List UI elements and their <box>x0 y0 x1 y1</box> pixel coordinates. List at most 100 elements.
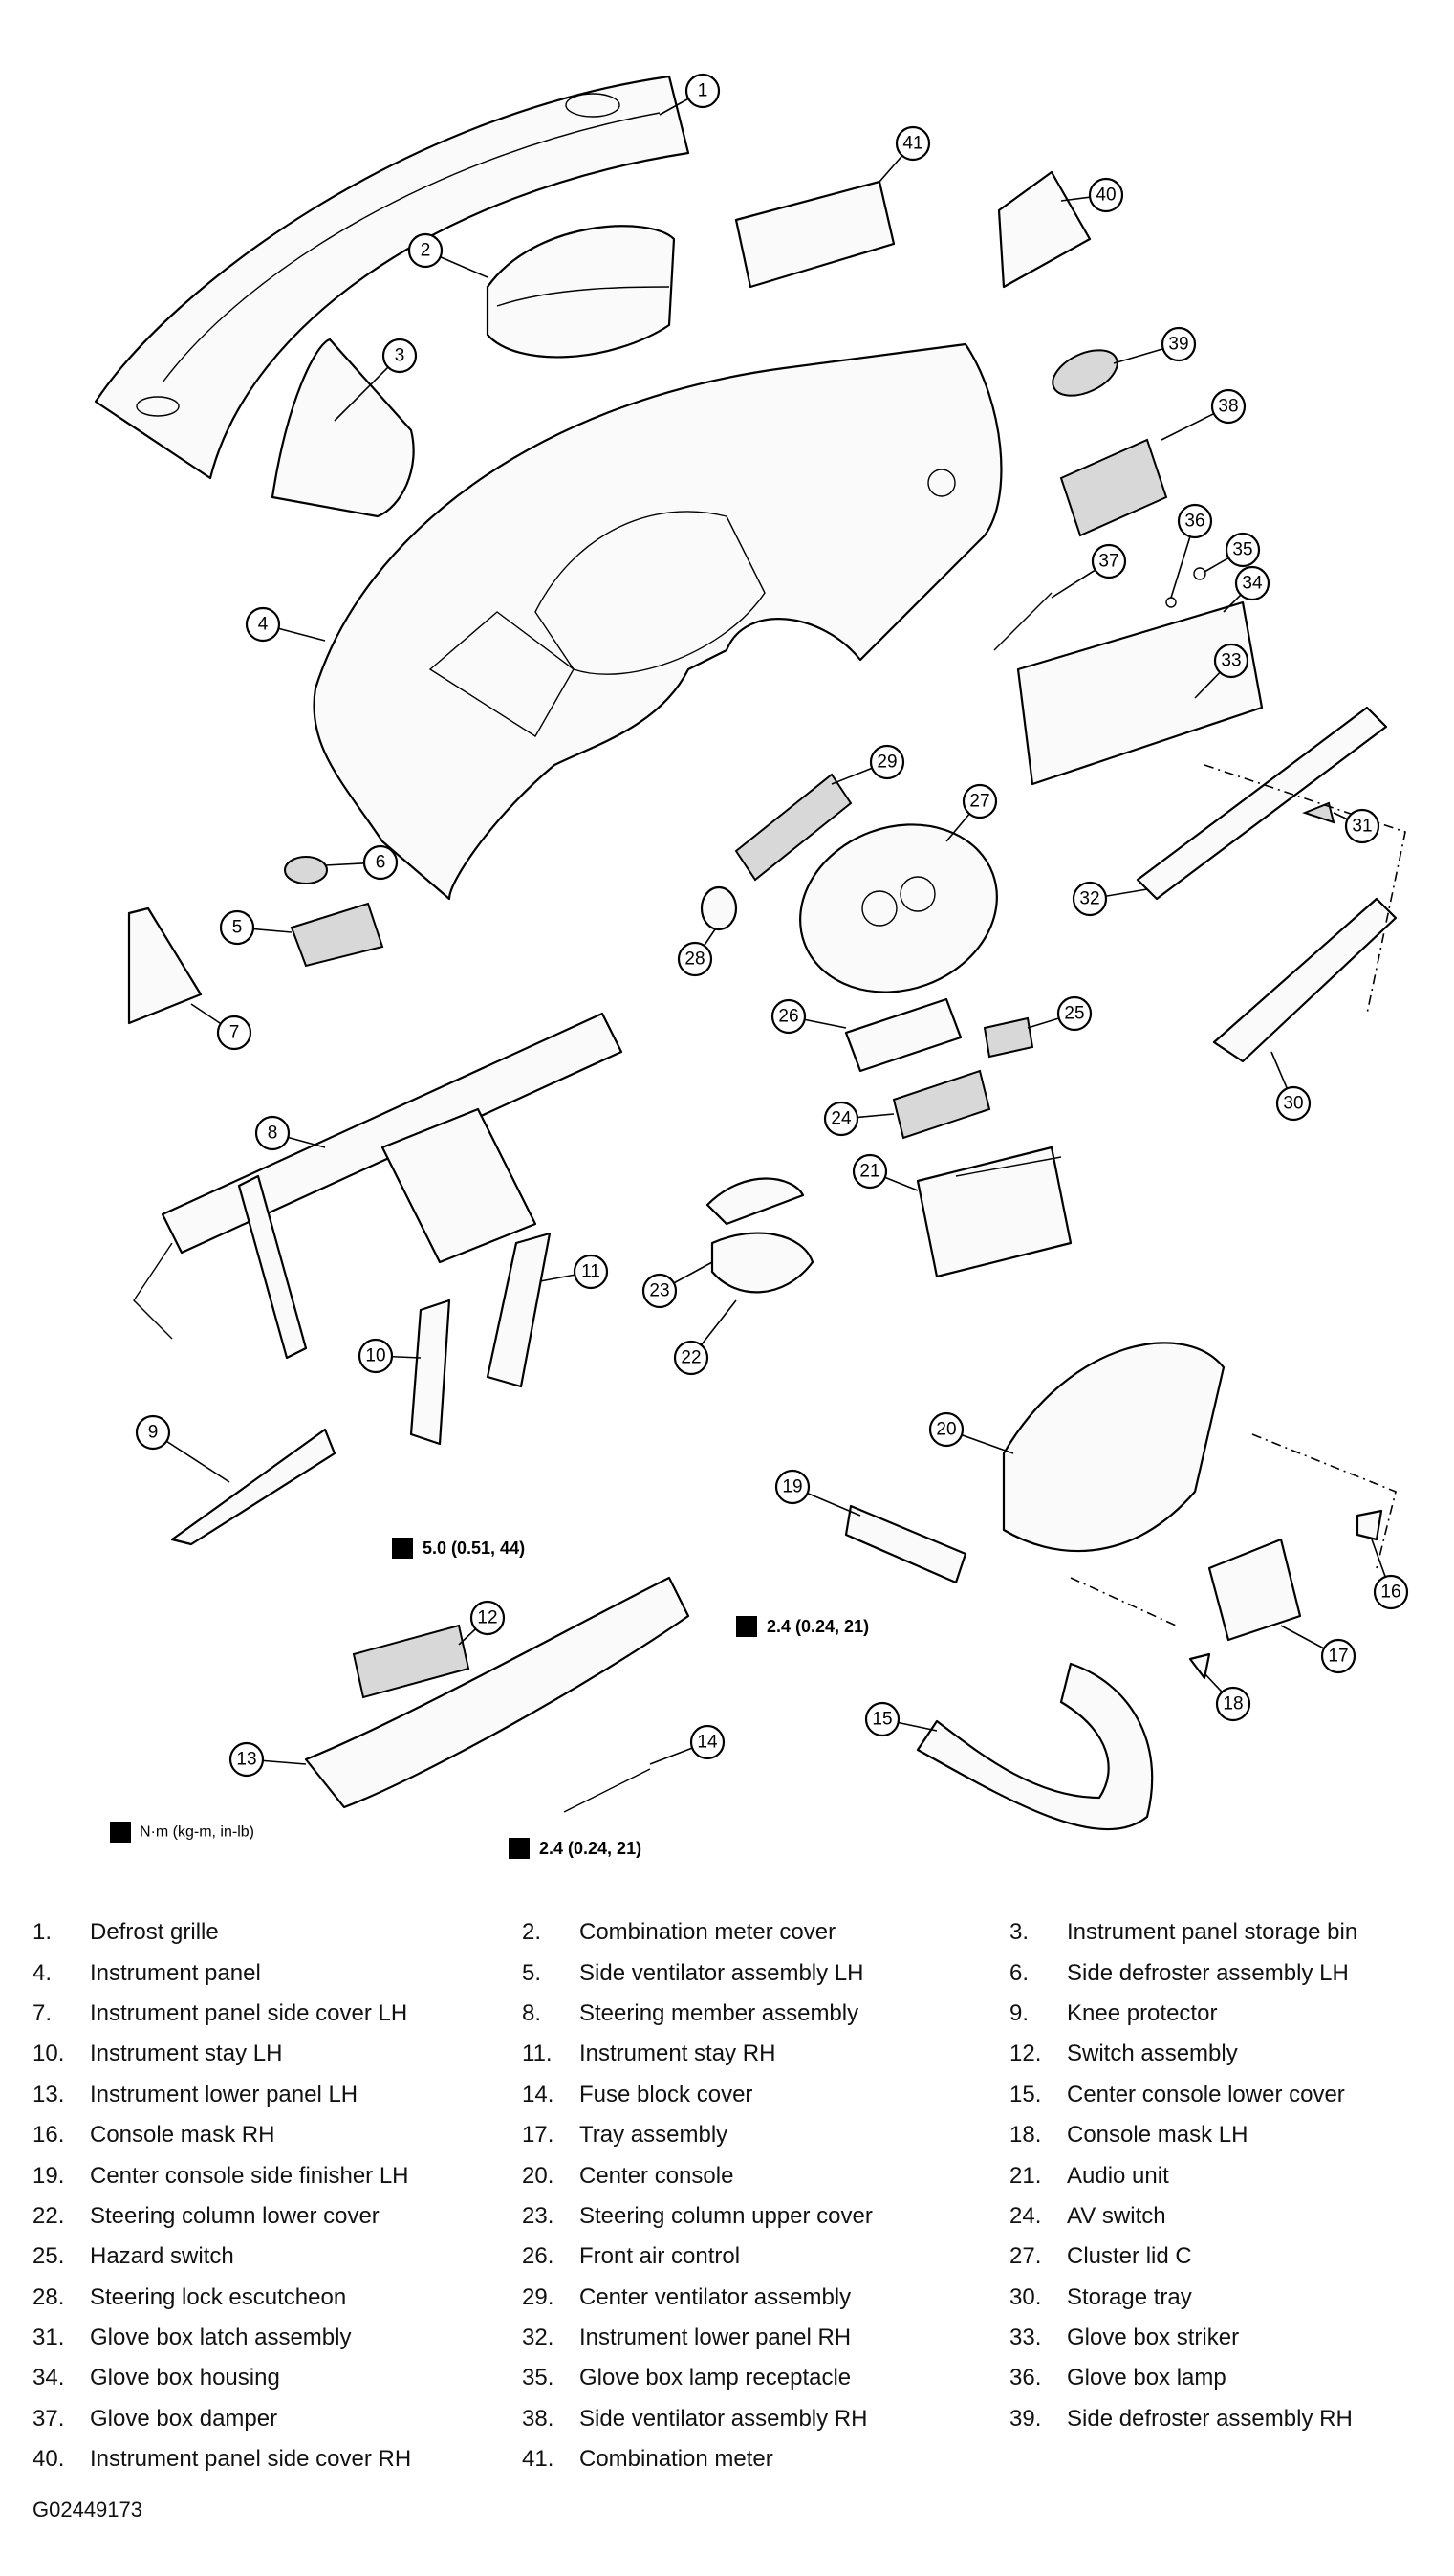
callout-circle-1 <box>684 73 721 109</box>
legend-item: 3.Instrument panel storage bin <box>1009 1912 1428 1953</box>
torque-label-knee-protector: 5.0 (0.51, 44) <box>423 1539 525 1558</box>
legend-item-name: Glove box striker <box>1067 2325 1240 2351</box>
torque-marker-lower-panel-top: 2.4 (0.24, 21) <box>736 1616 869 1637</box>
part-av-switch <box>892 1069 991 1140</box>
callout-number-9: 9 <box>148 1423 159 1443</box>
callout-number-6: 6 <box>376 853 386 873</box>
legend-item-name: Defrost grille <box>90 1919 219 1946</box>
legend-item: 16. Console mask RH <box>33 2115 522 2155</box>
callout-number-36: 36 <box>1184 512 1204 532</box>
exploded-parts-diagram: 5.0 (0.51, 44) 2.4 (0.24, 21) 2.4 (0.24,… <box>94 73 1409 1859</box>
part-instrument-panel <box>313 342 1003 901</box>
part-lower-panel-rh <box>1136 706 1388 901</box>
callout-circle-37 <box>1091 543 1127 579</box>
legend-item: 20.Center console <box>522 2155 1009 2195</box>
legend-item-number: 12. <box>1009 2041 1042 2067</box>
legend-item: 9.Knee protector <box>1009 1994 1428 2034</box>
part-instrument-stay-lh <box>409 1299 451 1446</box>
callout-number-40: 40 <box>1096 186 1116 206</box>
legend-item-name: Instrument stay LH <box>90 2041 283 2067</box>
legend-item: 24.AV switch <box>1009 2196 1428 2237</box>
legend-item-name: Side defroster assembly RH <box>1067 2405 1353 2432</box>
callout-circle-36 <box>1177 503 1213 539</box>
torque-label-lower-panel-bottom: 2.4 (0.24, 21) <box>539 1839 641 1858</box>
legend-item-number: 16. <box>33 2122 65 2149</box>
legend-item: 19.Center console side finisher LH <box>33 2155 522 2195</box>
legend-item: 28. Steering lock escutcheon <box>33 2278 522 2318</box>
callout-number-19: 19 <box>782 1477 802 1497</box>
legend-item: 29.Center ventilator assembly <box>522 2278 1009 2318</box>
part-side-cover-lh <box>127 906 203 1025</box>
legend-item: 25.Hazard switch <box>33 2237 522 2277</box>
callout-number-1: 1 <box>698 81 708 101</box>
legend-item-number: 41. <box>522 2446 554 2473</box>
callout-circle-29 <box>869 744 905 780</box>
legend-item-name: Instrument lower panel RH <box>579 2325 852 2351</box>
callout-circle-24 <box>823 1101 859 1137</box>
legend-item-number: 35. <box>522 2365 554 2391</box>
legend-item-name: Center ventilator assembly <box>579 2283 852 2310</box>
legend-item-number: 2. <box>522 1919 542 1946</box>
part-side-defroster-rh <box>1052 349 1118 397</box>
legend-item-number: 18. <box>1009 2122 1042 2149</box>
legend-item-number: 22. <box>33 2202 65 2229</box>
legend-item: 12.Switch assembly <box>1009 2034 1428 2074</box>
legend-item-name: Center console <box>579 2162 734 2189</box>
legend-item-name: Fuse block cover <box>579 2081 753 2107</box>
callout-circle-22 <box>673 1340 709 1376</box>
torque-label-lower-panel-top: 2.4 (0.24, 21) <box>767 1617 869 1636</box>
legend-item-number: 31. <box>33 2325 65 2351</box>
part-side-ventilator-rh <box>1059 438 1168 537</box>
legend-item: 1. Defrost grille <box>33 1912 522 1953</box>
legend-item-number: 28. <box>33 2283 65 2310</box>
callout-circle-39 <box>1161 326 1197 362</box>
legend-item: 34.Glove box housing <box>33 2358 522 2398</box>
callout-circle-32 <box>1072 881 1108 917</box>
legend-item-name: Side defroster assembly LH <box>1067 1959 1349 1986</box>
part-combination-meter-cover <box>486 225 676 359</box>
callout-circle-30 <box>1275 1085 1312 1122</box>
legend-item: 10.Instrument stay LH <box>33 2034 522 2074</box>
callout-circle-5 <box>219 909 255 946</box>
part-console-lower-cover <box>916 1662 1154 1831</box>
legend-item-name: Storage tray <box>1067 2283 1192 2310</box>
callout-number-21: 21 <box>859 1162 879 1182</box>
part-fuse-block-cover <box>563 1768 651 1813</box>
legend-item: 14.Fuse block cover <box>522 2075 1009 2115</box>
callout-number-39: 39 <box>1168 335 1188 355</box>
callout-number-15: 15 <box>872 1710 892 1730</box>
legend-item-name: Glove box latch assembly <box>90 2325 352 2351</box>
callout-number-14: 14 <box>697 1733 718 1753</box>
part-front-air-control <box>844 997 963 1073</box>
legend-item: 13.Instrument lower panel LH <box>33 2075 522 2115</box>
legend-item: 35.Glove box lamp receptacle <box>522 2358 1009 2398</box>
legend-item-name: Glove box damper <box>90 2405 278 2432</box>
callout-circle-9 <box>135 1414 171 1451</box>
callout-number-10: 10 <box>365 1346 385 1366</box>
legend-item: 36.Glove box lamp <box>1009 2358 1428 2398</box>
legend-item-number: 6. <box>1009 1959 1030 1986</box>
callout-number-16: 16 <box>1380 1583 1400 1603</box>
legend-item-name: Steering lock escutcheon <box>90 2283 347 2310</box>
legend-item: 30.Storage tray <box>1009 2278 1428 2318</box>
legend-item-number: 40. <box>33 2446 65 2473</box>
torque-marker-lower-panel-bottom: 2.4 (0.24, 21) <box>509 1838 641 1859</box>
legend-item-name: Center console lower cover <box>1067 2081 1345 2107</box>
callout-circle-10 <box>358 1338 394 1374</box>
part-glove-box-lamp-receptacle <box>1193 567 1206 580</box>
callout-number-29: 29 <box>877 753 897 773</box>
callout-number-4: 4 <box>258 615 269 635</box>
legend-item-name: Side ventilator assembly RH <box>579 2405 868 2432</box>
callout-number-41: 41 <box>902 134 922 154</box>
legend-item-name: Console mask RH <box>90 2122 275 2149</box>
callout-number-25: 25 <box>1064 1004 1084 1024</box>
legend-item-number: 1. <box>33 1919 53 1946</box>
diagram-canvas: 5.0 (0.51, 44) 2.4 (0.24, 21) 2.4 (0.24,… <box>94 73 1409 1859</box>
part-steering-lock-escutcheon <box>700 885 738 931</box>
part-glove-box-latch <box>1302 801 1335 824</box>
callout-circle-15 <box>864 1701 901 1737</box>
legend-item: 41.Combination meter <box>522 2439 1009 2479</box>
callout-number-11: 11 <box>581 1262 600 1282</box>
callout-circle-8 <box>254 1115 291 1151</box>
